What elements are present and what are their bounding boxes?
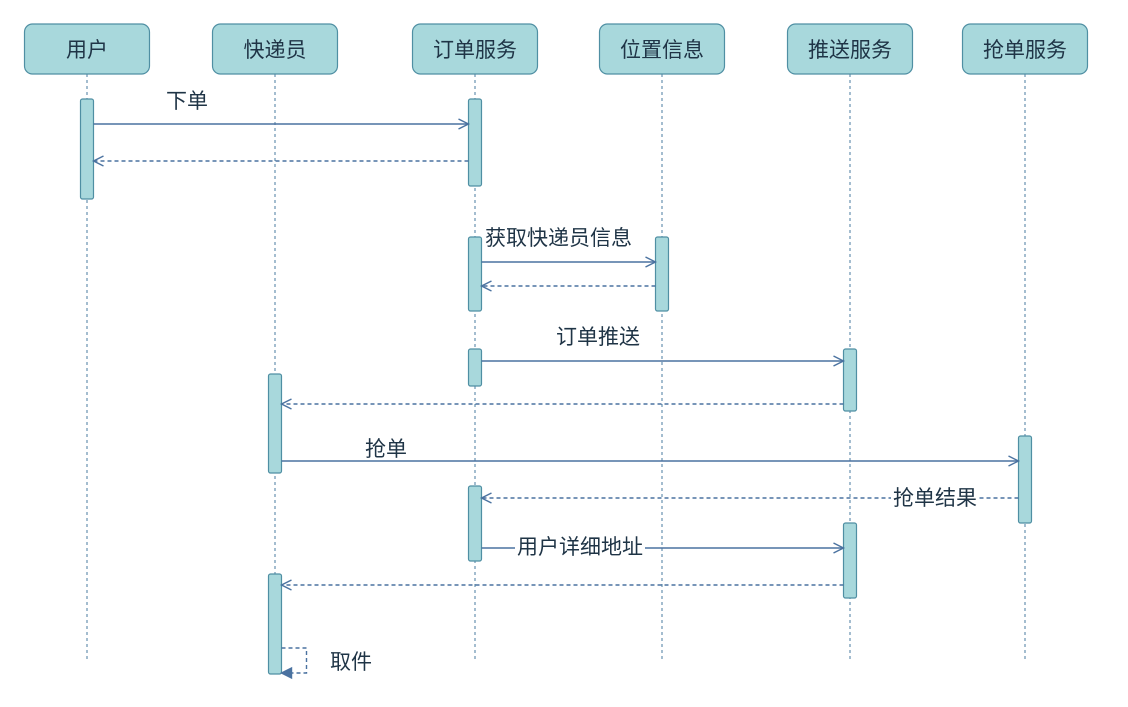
message-label: 订单推送 — [556, 325, 640, 349]
message-4: 订单推送 — [481, 325, 846, 367]
message-0: 下单 — [93, 89, 471, 130]
message-2: 获取快递员信息 — [481, 226, 658, 268]
activation-bar-grab — [1017, 435, 1033, 524]
actor-box — [598, 23, 726, 75]
message-label: 取件 — [330, 650, 372, 674]
arrow-head — [458, 118, 471, 130]
message-10: 取件 — [279, 647, 372, 680]
message-label: 抢单结果 — [893, 486, 977, 510]
actor-label: 快递员 — [244, 38, 307, 62]
message-3 — [479, 280, 656, 292]
message-label: 用户详细地址 — [517, 535, 643, 559]
message-label: 抢单 — [365, 437, 407, 461]
label-background — [891, 485, 979, 511]
activation-bar-courier — [267, 573, 283, 675]
actor-box — [411, 23, 539, 75]
arrow-head — [479, 280, 492, 292]
message-7: 抢单结果 — [479, 485, 1019, 511]
self-message-line — [281, 647, 308, 674]
activation-bar-order — [467, 98, 483, 187]
activation-bar-courier — [267, 373, 283, 474]
actor-push: 推送服务 — [786, 23, 914, 75]
message-6: 抢单 — [281, 437, 1021, 467]
activation-bar-order — [467, 485, 483, 562]
arrow-head — [645, 256, 658, 268]
message-9 — [279, 579, 844, 591]
actor-user: 用户 — [23, 23, 151, 75]
actor-location: 位置信息 — [598, 23, 726, 75]
actor-box — [961, 23, 1089, 75]
arrow-head — [833, 542, 846, 554]
actor-box — [23, 23, 151, 75]
actors: 用户 快递员 订单服务 位置信息 推送服务 抢单服务 — [23, 23, 1089, 75]
arrow-head — [479, 492, 492, 504]
label-background — [515, 534, 645, 560]
message-5 — [279, 398, 844, 410]
actor-box — [211, 23, 339, 75]
activation-bar-user — [79, 98, 95, 200]
activation-bar-order — [467, 236, 483, 312]
actor-label: 抢单服务 — [983, 38, 1067, 62]
actor-label: 位置信息 — [620, 38, 704, 62]
message-label: 获取快递员信息 — [485, 226, 632, 250]
message-1 — [91, 155, 469, 167]
activation-bar-location — [654, 236, 670, 312]
actor-label: 订单服务 — [433, 38, 517, 62]
arrow-head — [1008, 455, 1021, 467]
arrow-head — [279, 666, 293, 680]
actor-courier: 快递员 — [211, 23, 339, 75]
message-label: 下单 — [166, 89, 208, 113]
actor-label: 用户 — [66, 38, 108, 62]
arrow-head — [833, 355, 846, 367]
arrow-head — [279, 398, 292, 410]
actor-order: 订单服务 — [411, 23, 539, 75]
message-8: 用户详细地址 — [481, 534, 846, 560]
actor-box — [786, 23, 914, 75]
activation-bars — [79, 98, 1033, 675]
arrow-head — [279, 579, 292, 591]
activation-bar-push — [842, 522, 858, 599]
actor-label: 推送服务 — [808, 38, 892, 62]
lifelines — [86, 74, 1026, 662]
activation-bar-push — [842, 348, 858, 412]
actor-grab: 抢单服务 — [961, 23, 1089, 75]
arrow-head — [91, 155, 104, 167]
activation-bar-order — [467, 348, 483, 387]
